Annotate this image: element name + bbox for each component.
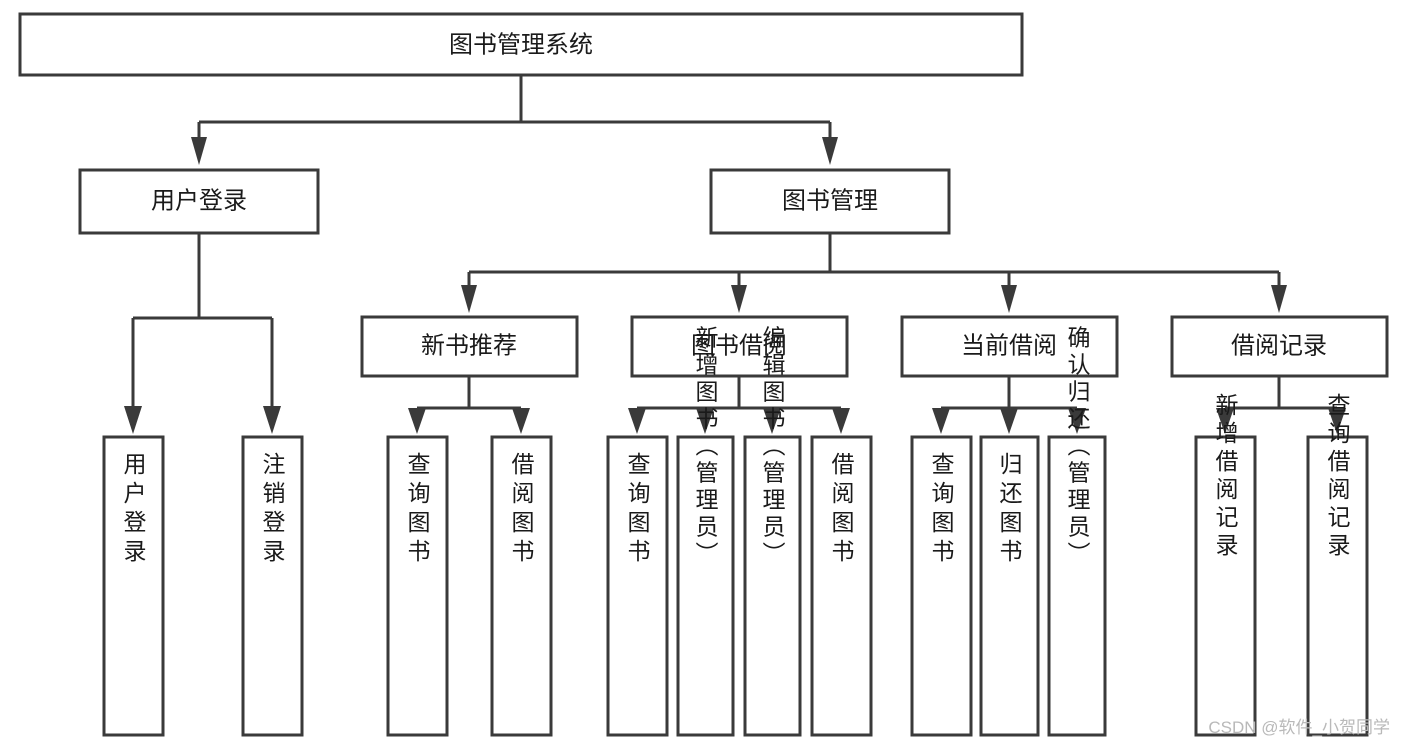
leaf-query-book-2-label: 查询图书	[624, 452, 651, 568]
node-borrow-record[interactable]: 借阅记录	[1170, 315, 1389, 378]
node-current-borrow-label: 当前借阅	[961, 332, 1057, 359]
arrow-head-leaf-logout	[263, 406, 281, 434]
leaf-user-login-box[interactable]	[102, 435, 165, 737]
arrow-head-borrow-record	[1271, 285, 1287, 313]
leaf-logout-label: 注销登录	[259, 452, 286, 568]
arrow-head-book-manage	[822, 137, 838, 165]
leaf-borrow-book-1-box[interactable]	[490, 435, 553, 737]
leaf-logout-box[interactable]	[241, 435, 304, 737]
arrow-head-leaf-return-book	[1000, 408, 1018, 434]
arrow-head-leaf-query-record	[1328, 408, 1346, 434]
node-new-book-recommend-box[interactable]	[360, 315, 579, 378]
leaf-borrow-book-1[interactable]: 借阅图书	[490, 435, 553, 737]
leaf-borrow-book-2-box[interactable]	[810, 435, 873, 737]
node-new-book-recommend[interactable]: 新书推荐	[360, 315, 579, 378]
leaf-borrow-book-1-label: 借阅图书	[508, 452, 535, 568]
leaf-edit-book[interactable]: 编辑图书（管理员）	[743, 326, 802, 737]
arrow-head-leaf-query-book-2	[628, 408, 646, 434]
node-book-manage-box[interactable]	[709, 168, 951, 235]
leaf-logout[interactable]: 注销登录	[241, 435, 304, 737]
leaf-borrow-book-2-label: 借阅图书	[828, 452, 855, 568]
leaf-query-book-1-label: 查询图书	[404, 452, 431, 568]
arrow-head-current-borrow	[1001, 285, 1017, 313]
node-book-borrow-box[interactable]	[630, 315, 849, 378]
arrow-head-user-login	[191, 137, 207, 165]
node-new-book-recommend-label: 新书推荐	[421, 332, 517, 359]
leaf-confirm-return-box[interactable]	[1047, 435, 1107, 737]
arrow-head-leaf-borrow-book-1	[512, 408, 530, 434]
leaf-query-book-3[interactable]: 查询图书	[910, 435, 973, 737]
leaf-confirm-return[interactable]: 确认归还（管理员）	[1047, 326, 1107, 737]
leaf-edit-book-label: 编辑图书（管理员）	[759, 326, 786, 569]
arrow-head-leaf-query-book-1	[408, 408, 426, 434]
node-root[interactable]: 图书管理系统	[18, 12, 1024, 77]
leaf-query-book-1[interactable]: 查询图书	[386, 435, 449, 737]
leaf-add-record[interactable]: 新增借阅记录	[1194, 393, 1257, 737]
leaf-borrow-book-2[interactable]: 借阅图书	[810, 435, 873, 737]
arrow-head-book-borrow	[731, 285, 747, 313]
node-user-login[interactable]: 用户登录	[78, 168, 320, 235]
node-borrow-record-box[interactable]	[1170, 315, 1389, 378]
node-user-login-box[interactable]	[78, 168, 320, 235]
arrow-head-leaf-add-book	[696, 408, 714, 434]
leaf-add-record-label: 新增借阅记录	[1212, 393, 1239, 561]
leaf-query-record[interactable]: 查询借阅记录	[1306, 393, 1369, 737]
leaf-edit-book-box[interactable]	[743, 435, 802, 737]
arrow-head-leaf-edit-book	[763, 408, 781, 434]
node-root-label: 图书管理系统	[449, 31, 593, 58]
arrow-head-leaf-user-login	[124, 406, 142, 434]
arrow-head-leaf-query-book-3	[932, 408, 950, 434]
leaf-add-book-box[interactable]	[676, 435, 735, 737]
arrow-head-leaf-borrow-book-2	[832, 408, 850, 434]
node-root-box[interactable]	[18, 12, 1024, 77]
leaf-user-login[interactable]: 用户登录	[102, 435, 165, 737]
node-current-borrow-box[interactable]	[900, 315, 1119, 378]
leaf-return-book-label: 归还图书	[996, 452, 1023, 568]
node-book-manage[interactable]: 图书管理	[709, 168, 951, 235]
node-current-borrow[interactable]: 当前借阅	[900, 315, 1119, 378]
leaf-query-book-1-box[interactable]	[386, 435, 449, 737]
csdn-watermark: CSDN @软件_小贺同学	[1208, 718, 1390, 737]
node-user-login-label: 用户登录	[151, 187, 247, 214]
leaf-query-book-3-box[interactable]	[910, 435, 973, 737]
leaf-add-book[interactable]: 新增图书（管理员）	[676, 326, 735, 737]
arrow-head-leaf-confirm-return	[1068, 408, 1086, 434]
leaf-add-record-box[interactable]	[1194, 435, 1257, 737]
leaf-query-record-box[interactable]	[1306, 435, 1369, 737]
leaf-user-login-label: 用户登录	[120, 452, 147, 568]
leaf-query-book-3-label: 查询图书	[928, 452, 955, 568]
node-borrow-record-label: 借阅记录	[1231, 332, 1327, 359]
node-book-borrow[interactable]: 图书借阅	[630, 315, 849, 378]
node-book-manage-label: 图书管理	[782, 187, 878, 214]
arrow-head-leaf-add-record	[1216, 408, 1234, 434]
leaf-return-book[interactable]: 归还图书	[979, 435, 1040, 737]
leaf-query-record-label: 查询借阅记录	[1324, 393, 1351, 561]
leaf-add-book-label: 新增图书（管理员）	[692, 326, 719, 569]
connector-layer	[124, 75, 1346, 434]
arrow-head-new-book-recommend	[461, 285, 477, 313]
node-book-borrow-label: 图书借阅	[691, 332, 787, 359]
leaf-query-book-2-box[interactable]	[606, 435, 669, 737]
leaf-return-book-box[interactable]	[979, 435, 1040, 737]
leaf-query-book-2[interactable]: 查询图书	[606, 435, 669, 737]
leaf-confirm-return-label: 确认归还（管理员）	[1064, 326, 1091, 569]
